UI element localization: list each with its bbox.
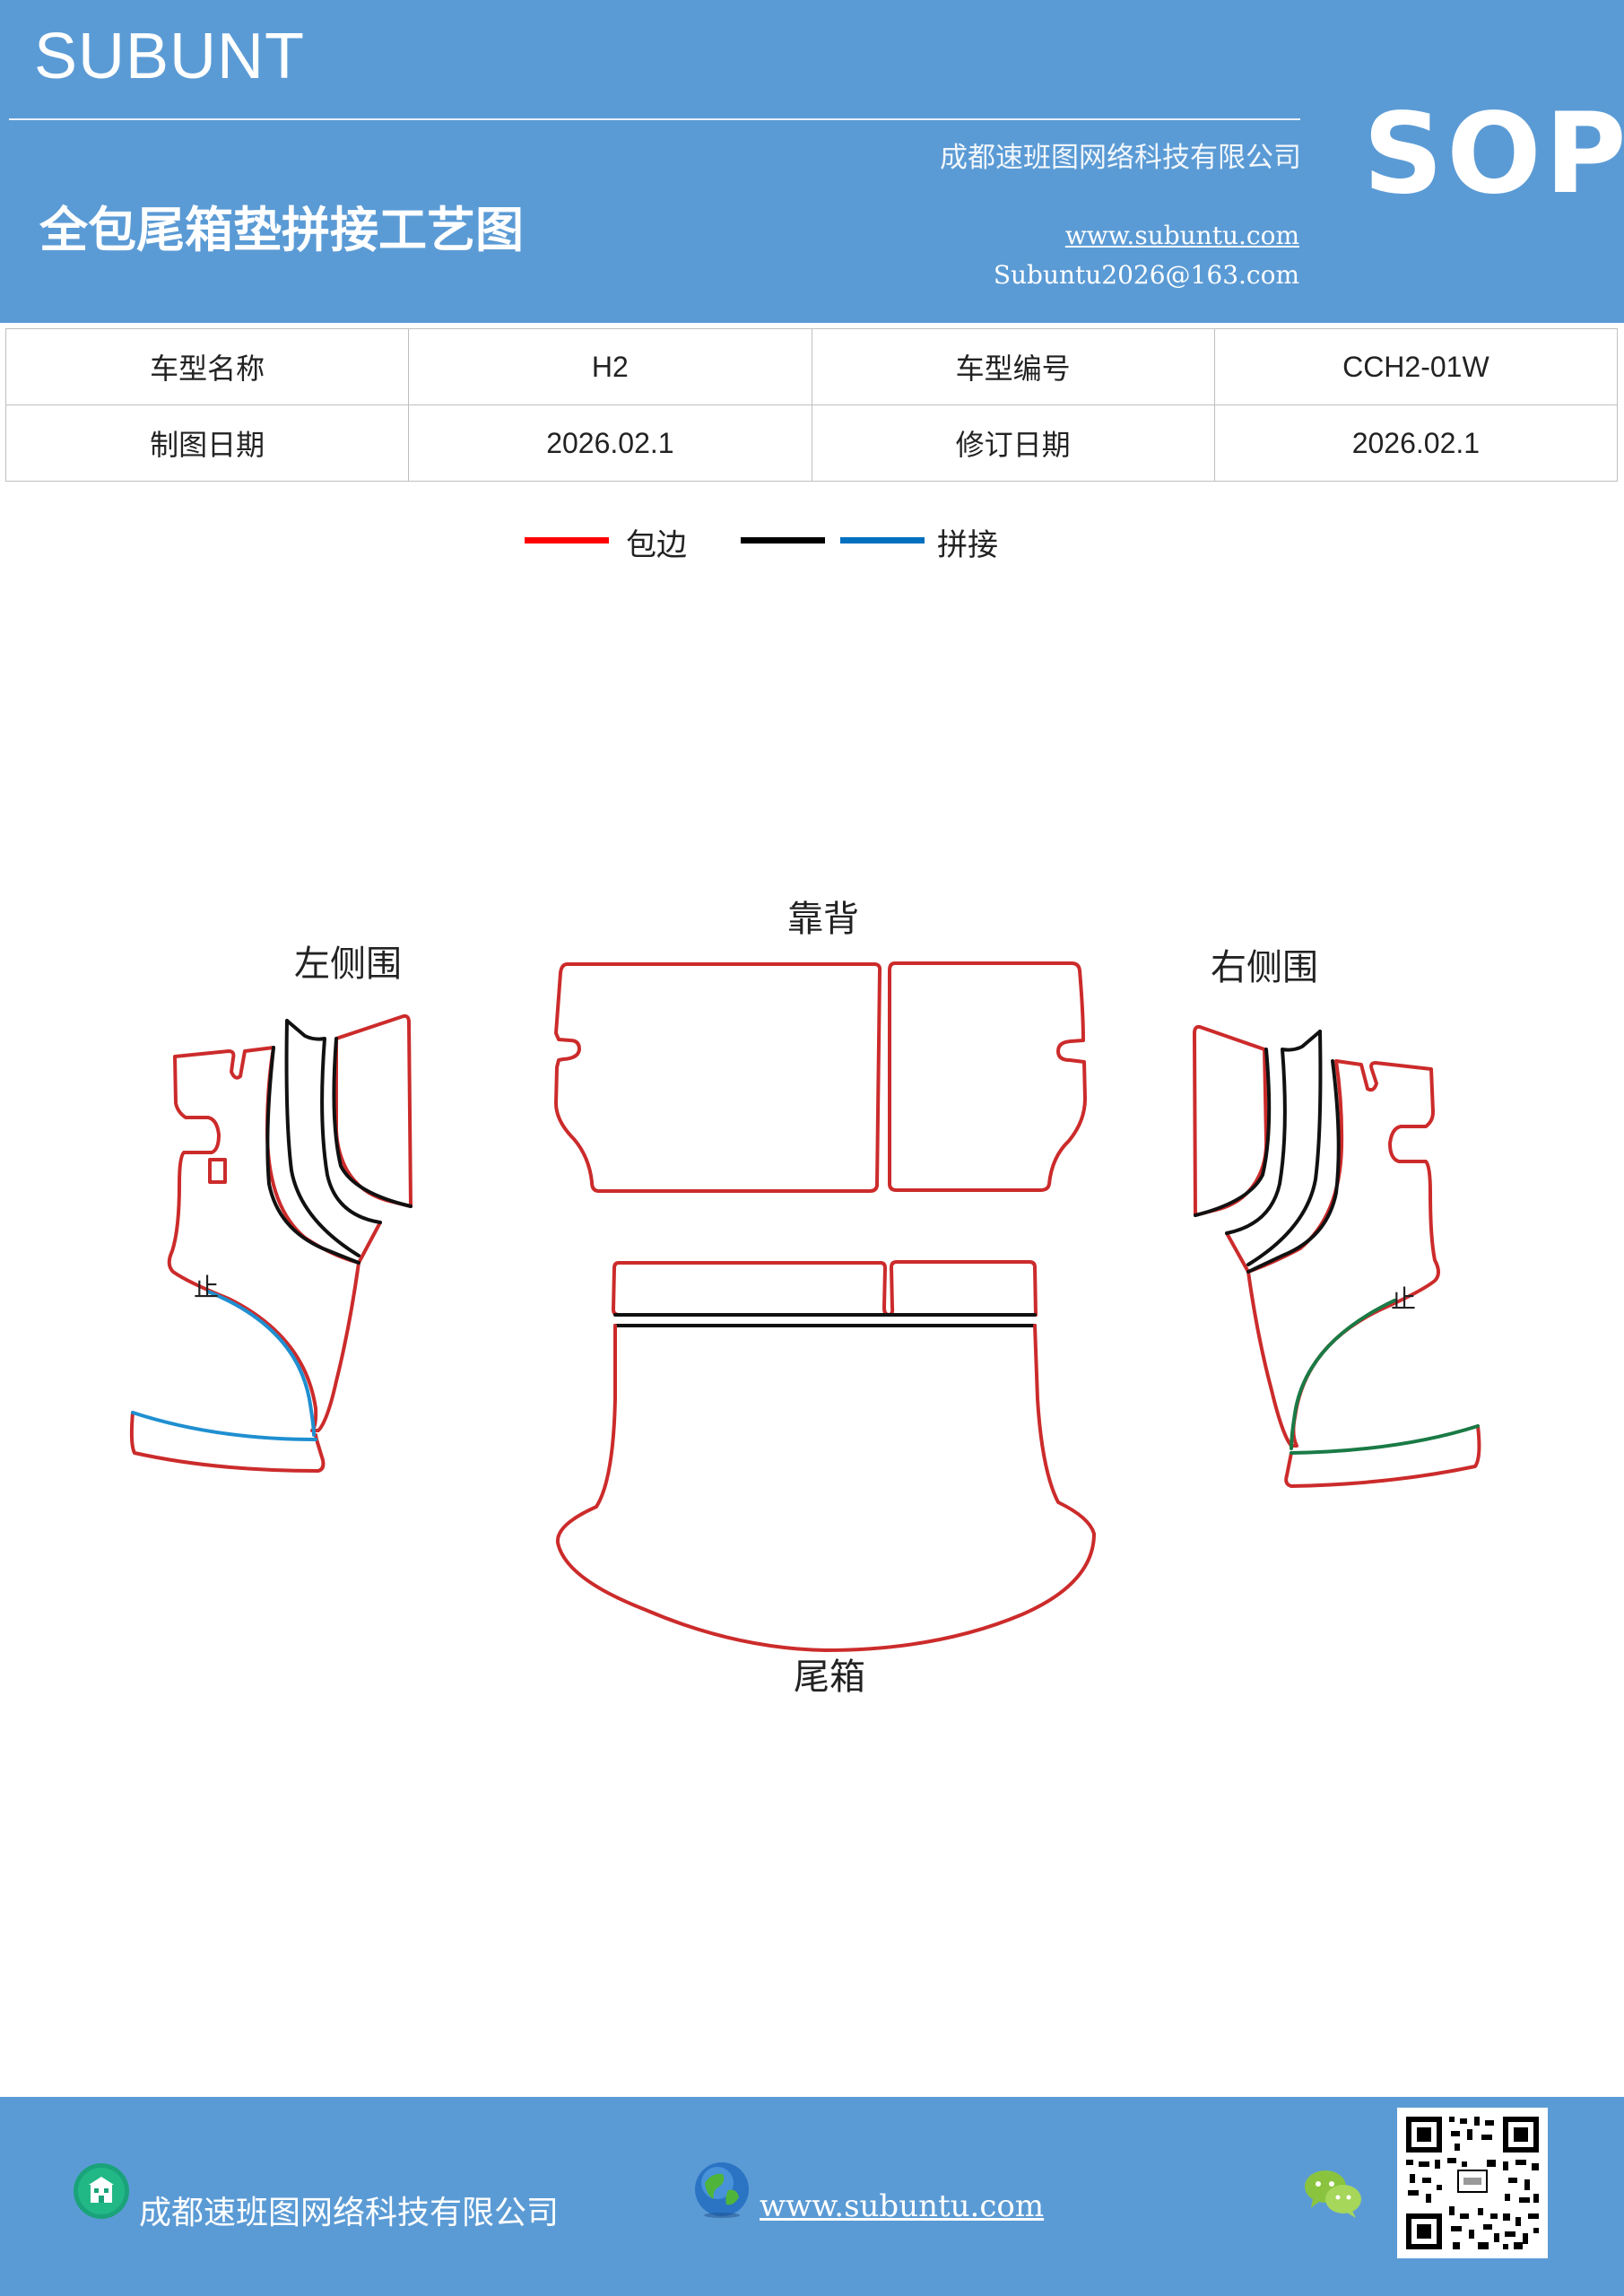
right-seam-3 [1225, 1030, 1322, 1235]
qr-code [1397, 2108, 1548, 2258]
left-side-arch-bottom [357, 1221, 382, 1265]
header-company: 成都速班图网络科技有限公司 [940, 142, 1301, 174]
vehicle-info-table: 车型名称 H2 车型编号 CCH2-01W 制图日期 2026.02.1 修订日… [4, 328, 1619, 482]
backrest-right-panel [888, 961, 1087, 1192]
header-email[interactable]: Subuntu2026@163.com [993, 260, 1299, 290]
legend: 包边 拼接 [0, 520, 1624, 583]
right-splice-curve [1290, 1299, 1396, 1450]
document-title: 全包尾箱垫拼接工艺图 [39, 202, 524, 258]
right-seam-1 [1246, 1059, 1341, 1274]
label-backrest: 靠背 [787, 899, 859, 940]
page-header: SUBUNT 成都速班图网络科技有限公司 全包尾箱垫拼接工艺图 www.subu… [0, 0, 1624, 323]
globe-icon [695, 2162, 749, 2218]
legend-label-edge: 包边 [626, 527, 687, 563]
footer-company: 成都速班图网络科技有限公司 [139, 2195, 560, 2231]
backrest-left-panel [554, 962, 882, 1193]
left-seam-3 [285, 1019, 382, 1224]
left-bottom-strip [129, 1411, 326, 1473]
table-row: 车型名称 H2 车型编号 CCH2-01W [4, 328, 1619, 405]
label-right-side: 右侧围 [1211, 947, 1318, 988]
wechat-icon [1305, 2170, 1361, 2218]
sop-badge: SOP [1363, 90, 1624, 219]
label-trunk: 尾箱 [794, 1657, 865, 1698]
table-value-model-code: CCH2-01W [1213, 328, 1619, 405]
table-row: 制图日期 2026.02.1 修订日期 2026.02.1 [4, 404, 1619, 482]
brand-name: SUBUNT [34, 21, 306, 92]
right-seam-2 [1246, 1030, 1323, 1266]
trunk-floor-panel [555, 1324, 1096, 1652]
label-stop-right: 止 [1391, 1284, 1416, 1314]
left-side-slot [208, 1158, 227, 1184]
table-label-revision-date: 修订日期 [811, 404, 1215, 482]
legend-swatch-edge [525, 537, 609, 544]
right-splice-strip [1290, 1424, 1480, 1455]
right-seam-4 [1194, 1048, 1272, 1217]
trunk-strip-right [887, 1260, 1038, 1317]
legend-swatch-seam [741, 537, 825, 544]
table-label-model-name: 车型名称 [4, 328, 410, 405]
left-seam-2 [284, 1019, 360, 1257]
right-side-arch-bottom [1225, 1231, 1250, 1274]
table-label-model-code: 车型编号 [811, 328, 1215, 405]
footer-website-link[interactable]: www.subuntu.com [760, 2188, 1045, 2224]
left-side-panel [167, 1046, 360, 1432]
header-divider [9, 118, 1300, 120]
building-icon [74, 2163, 129, 2219]
page-footer: 成都速班图网络科技有限公司 www.subuntu.com [0, 2097, 1624, 2296]
left-seam-1 [265, 1046, 360, 1265]
label-stop-left: 止 [194, 1273, 219, 1302]
legend-swatch-splice [840, 537, 925, 544]
left-splice-curve [206, 1290, 316, 1437]
right-bottom-strip [1284, 1424, 1481, 1488]
table-label-draw-date: 制图日期 [4, 404, 410, 482]
right-side-panel [1246, 1059, 1440, 1448]
trunk-strip-left [612, 1261, 890, 1317]
left-splice-strip [131, 1411, 317, 1441]
legend-label-splice: 拼接 [937, 527, 998, 563]
table-value-revision-date: 2026.02.1 [1213, 404, 1619, 482]
label-left-side: 左侧围 [294, 944, 402, 985]
table-value-model-name: H2 [408, 328, 812, 405]
table-value-draw-date: 2026.02.1 [408, 404, 812, 482]
header-website-link[interactable]: www.subuntu.com [1064, 221, 1299, 250]
left-seam-4 [332, 1037, 413, 1208]
